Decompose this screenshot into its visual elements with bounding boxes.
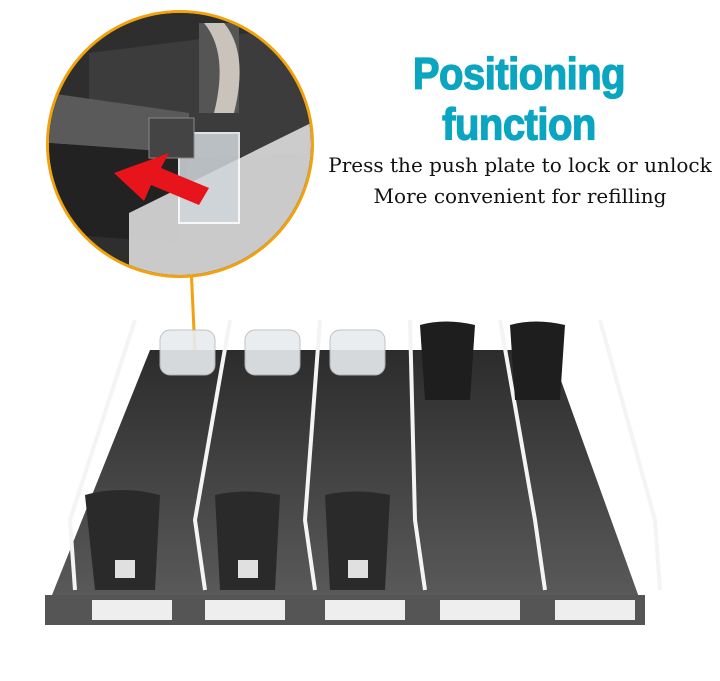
feature-description: Press the push plate to lock or unlock M… — [320, 150, 720, 212]
lock-clip-closeup-illustration — [49, 13, 311, 275]
page-title: Positioning function — [412, 49, 626, 150]
detail-callout-circle — [46, 10, 314, 278]
description-line-2: More convenient for refilling — [373, 184, 667, 208]
shelf-pusher-tray-illustration — [45, 319, 662, 625]
red-arrow-icon — [114, 153, 209, 205]
description-line-1: Press the push plate to lock or unlock — [328, 153, 712, 177]
